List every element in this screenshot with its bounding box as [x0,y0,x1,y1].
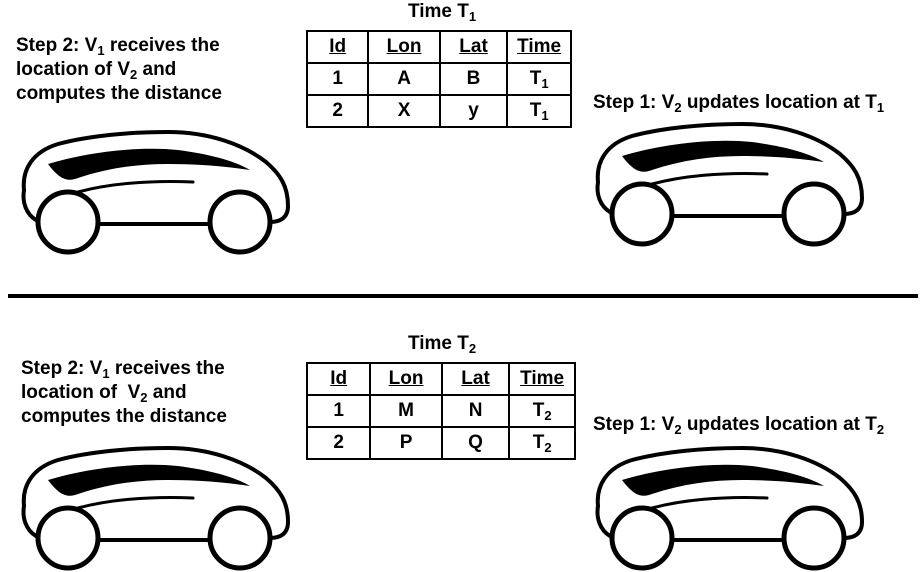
step1-b: updates location at T [681,414,877,435]
car-v1-icon [18,446,290,572]
table-row: 2 P Q T2 [305,426,576,460]
step1-a: Step 1: V [593,414,675,435]
col-header-lat: Lat [440,362,511,396]
step1-label: Step 1: V2 updates location at T1 [593,91,884,115]
col-header-lon: Lon [369,362,443,396]
col-header-id: Id [305,362,372,396]
panel-title-text: Time T [408,1,469,22]
location-table: Id Lon Lat Time 1 M N T2 2 P Q T2 [305,362,576,460]
col-header-time: Time [508,362,576,396]
cell-time: T2 [508,394,576,428]
col-header-lat: Lat [438,30,509,64]
step2-line3: computes the distance [16,83,222,104]
cell-time: T1 [506,62,572,96]
step2-line3: computes the distance [21,406,227,427]
step1-label: Step 1: V2 updates location at T2 [593,413,884,437]
col-header-time: Time [506,30,572,64]
step2-line1-a: Step 2: V [16,35,98,56]
panel-divider [8,294,918,298]
cell-lat: B [438,62,509,96]
step2-line1: Step 2: V1 receives the [16,34,222,58]
step1-sub1: 2 [674,422,682,437]
step2-line2-sub: 2 [130,67,138,82]
step2-line2-sub: 2 [140,390,148,405]
step2-line2-a: location of V [16,59,130,80]
step2-label: Step 2: V1 receives the location of V2 a… [16,34,222,106]
cell-lat: y [438,94,509,128]
cell-time-sub: 1 [541,108,549,123]
panel-title-text: Time T [408,333,469,354]
step2-line2: location of V2 and [21,381,227,405]
cell-time-main: T [532,432,545,453]
cell-time-main: T [532,400,545,421]
step2-line1-sub: 1 [102,366,110,381]
step2-line1-b: receives the [104,35,220,56]
step2-line2-b: and [147,382,187,403]
car-v2-icon [592,122,864,248]
step1-b: updates location at T [681,92,877,113]
cell-time: T1 [506,94,572,128]
step2-label: Step 2: V1 receives the location of V2 a… [21,357,227,429]
cell-time-sub: 2 [544,440,552,455]
cell-lon: P [369,426,443,460]
location-table: Id Lon Lat Time 1 A B T1 2 X y T1 [305,30,572,128]
step1-sub2: 2 [876,422,885,437]
cell-time: T2 [508,426,576,460]
cell-time-main: T [529,100,542,121]
step2-line1-sub: 1 [97,43,105,58]
panel-title-sub: 1 [468,9,477,24]
cell-id: 1 [305,394,372,428]
step2-line1-b: receives the [109,358,225,379]
step2-line2-b: and [137,59,177,80]
cell-id: 1 [305,62,370,96]
table-row: 1 M N T2 [305,394,576,428]
col-header-lon: Lon [367,30,441,64]
table-header-row: Id Lon Lat Time [305,30,572,64]
step2-line1: Step 2: V1 receives the [21,357,227,381]
table-row: 1 A B T1 [305,62,572,96]
cell-lon: X [367,94,441,128]
cell-id: 2 [305,426,372,460]
step1-sub2: 1 [876,100,885,115]
table-header-row: Id Lon Lat Time [305,362,576,396]
cell-lat: Q [440,426,511,460]
cell-time-sub: 2 [544,408,552,423]
car-v1-icon [18,130,290,256]
panel-title: Time T1 [408,1,476,23]
table-row: 2 X y T1 [305,94,572,128]
col-header-id: Id [305,30,370,64]
cell-lon: M [369,394,443,428]
cell-lon: A [367,62,441,96]
cell-lat: N [440,394,511,428]
cell-id: 2 [305,94,370,128]
panel-title-sub: 2 [468,341,477,356]
cell-time-sub: 1 [541,76,549,91]
step1-sub1: 2 [674,100,682,115]
step2-line1-a: Step 2: V [21,358,103,379]
step2-line2-a: location of V [21,382,141,403]
panel-title: Time T2 [408,333,476,355]
step2-line2: location of V2 and [16,58,222,82]
car-v2-icon [592,446,864,572]
step1-a: Step 1: V [593,92,675,113]
cell-time-main: T [529,68,542,89]
